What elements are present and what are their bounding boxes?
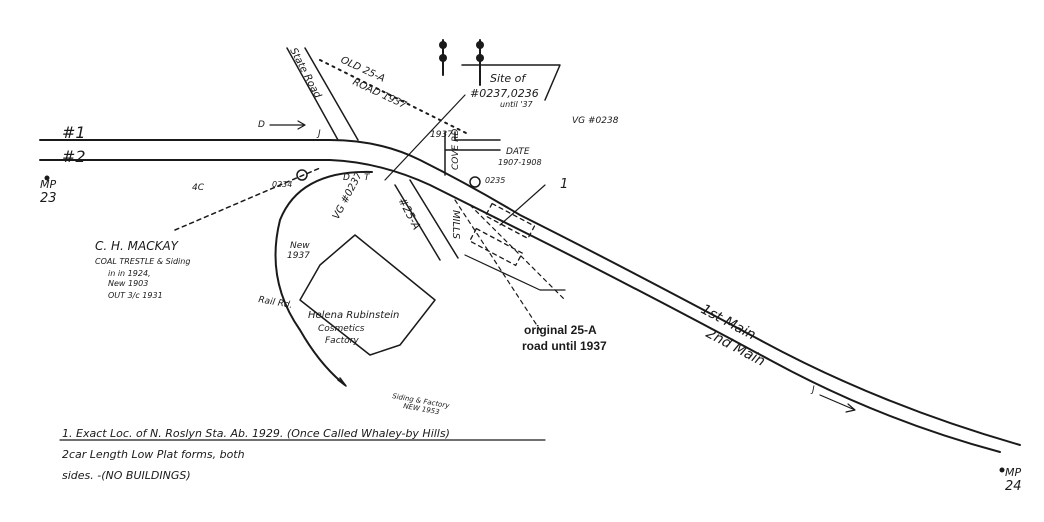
milepost-24-prefix: MP xyxy=(1005,466,1021,479)
factory-building xyxy=(299,234,436,356)
t-mid-label: T xyxy=(364,173,371,183)
j-right-label: J xyxy=(810,385,815,395)
rail-rd-label: Rail Rd. xyxy=(257,295,293,311)
original-25a-dashed xyxy=(454,199,566,331)
platform-north xyxy=(484,202,536,240)
signal-pointer xyxy=(384,94,466,181)
track-2-label: #2 xyxy=(62,147,86,166)
state-road-label: State Road xyxy=(287,46,323,100)
milepost-23-number: 23 xyxy=(40,191,57,206)
track-1-label: #1 xyxy=(62,123,86,142)
new-1937-line1: New xyxy=(290,241,310,251)
direction-arrow-right xyxy=(819,394,856,413)
factory-name: Helena Rubinstein xyxy=(308,310,399,321)
footnote-line2: 2car Length Low Plat forms, both xyxy=(62,448,245,461)
state-road-line-b xyxy=(304,47,359,141)
state-road-line-a xyxy=(286,47,339,141)
j-left-label: J xyxy=(316,129,321,139)
new-1937-line2: 1937 xyxy=(287,251,310,261)
factory-siding-track xyxy=(274,170,373,386)
site-of-box xyxy=(461,64,561,101)
cove-label: COVE RD xyxy=(451,129,461,170)
route-25a-label: #25-A xyxy=(395,195,423,232)
siding-arrow xyxy=(337,377,347,387)
factory-line3: Factory xyxy=(325,336,359,346)
date-label: DATE xyxy=(506,147,530,157)
site-of-label: Site of xyxy=(490,72,527,85)
factory-line2: Cosmetics xyxy=(318,324,365,334)
milepost-24-number: 24 xyxy=(1005,479,1022,494)
station-0235-label: 0235 xyxy=(485,176,505,185)
direction-arrow-left xyxy=(269,120,306,130)
d-left-label: D xyxy=(258,120,265,130)
year-1937-label: 1937 xyxy=(430,130,453,140)
footnote-line3: sides. -(NO BUILDINGS) xyxy=(62,469,191,482)
marker-1-pointer xyxy=(499,184,546,226)
footnote-line1: 1. Exact Loc. of N. Roslyn Sta. Ab. 1929… xyxy=(62,427,450,440)
annotation-pointer xyxy=(464,254,566,291)
date-years-label: 1907-1908 xyxy=(498,158,542,167)
cove-road xyxy=(444,131,501,176)
annotation-line2: road until 1937 xyxy=(522,339,607,353)
main-track-1 xyxy=(39,139,1021,446)
signal-until: until '37 xyxy=(500,100,534,109)
milepost-23-dot xyxy=(44,175,50,181)
mackay-line1: COAL TRESTLE & Siding xyxy=(95,257,190,266)
mackay-spur-track xyxy=(174,167,321,231)
platform-south xyxy=(469,227,523,267)
route-25a-lines xyxy=(394,179,459,261)
mackay-line2: in in 1924, xyxy=(108,269,151,278)
milepost-24-dot xyxy=(999,467,1005,473)
vg-0238-label: VG #0238 xyxy=(572,116,619,126)
hc-label: 4C xyxy=(192,183,205,193)
main-track-2 xyxy=(39,159,1001,453)
station-0234-label: 0234 xyxy=(272,180,292,189)
mills-label: MILLS xyxy=(450,210,461,240)
marker-1-label: 1 xyxy=(560,177,568,192)
mackay-name: C. H. MACKAY xyxy=(95,239,180,253)
milepost-23-prefix: MP xyxy=(40,178,56,191)
d-mid-label: D xyxy=(343,173,350,183)
signal-numbers: #0237,0236 xyxy=(470,87,539,100)
annotation-line1: original 25-A xyxy=(524,323,597,337)
old-25a-dotted xyxy=(319,59,471,136)
station-marker-circle xyxy=(469,176,481,188)
mackay-line4: OUT 3/c 1931 xyxy=(108,291,163,300)
mackay-line3: New 1903 xyxy=(108,279,148,288)
signal-icon xyxy=(439,39,484,86)
marker-0234-circle xyxy=(296,169,308,181)
